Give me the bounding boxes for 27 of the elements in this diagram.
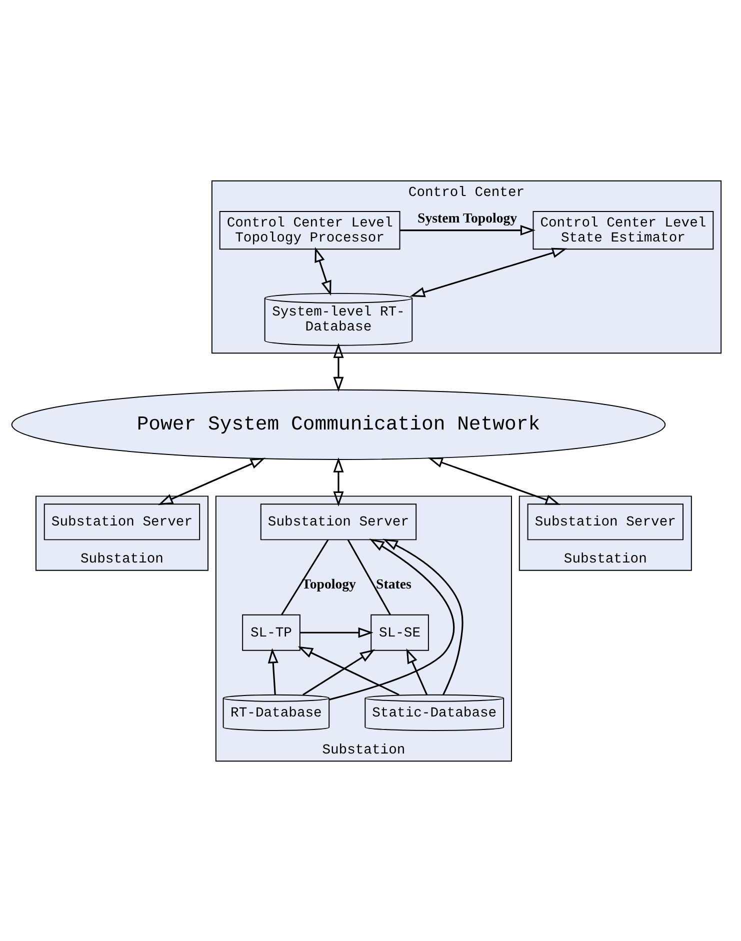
edge-label: System Topology — [418, 210, 518, 226]
edge-label: Topology — [302, 576, 356, 591]
arrow — [300, 626, 374, 638]
arrow — [428, 457, 560, 504]
connector — [347, 538, 391, 615]
edge-label: States — [376, 576, 412, 591]
node-box: Substation Server — [527, 503, 684, 540]
arrow — [329, 538, 454, 700]
node-box: SL-TP — [242, 614, 300, 650]
arrow — [302, 648, 375, 695]
arrow — [268, 648, 278, 694]
node-box: SL-SE — [370, 614, 429, 650]
arrow — [406, 648, 428, 695]
node-box: Control Center Level State Estimator — [532, 210, 714, 250]
arrow — [400, 224, 536, 236]
arrow — [298, 646, 400, 696]
arrow — [158, 457, 266, 505]
node-box: Control Center Level Topology Processor — [219, 210, 400, 250]
node-box: Substation Server — [44, 503, 200, 540]
arrow — [333, 342, 344, 392]
arrow — [410, 247, 568, 297]
arrow — [314, 246, 332, 296]
arrow — [333, 456, 344, 506]
node-ellipse: Power System Communication Network — [11, 388, 666, 460]
arrow — [382, 538, 464, 695]
node-box: Substation Server — [260, 503, 417, 540]
connector — [281, 538, 329, 615]
